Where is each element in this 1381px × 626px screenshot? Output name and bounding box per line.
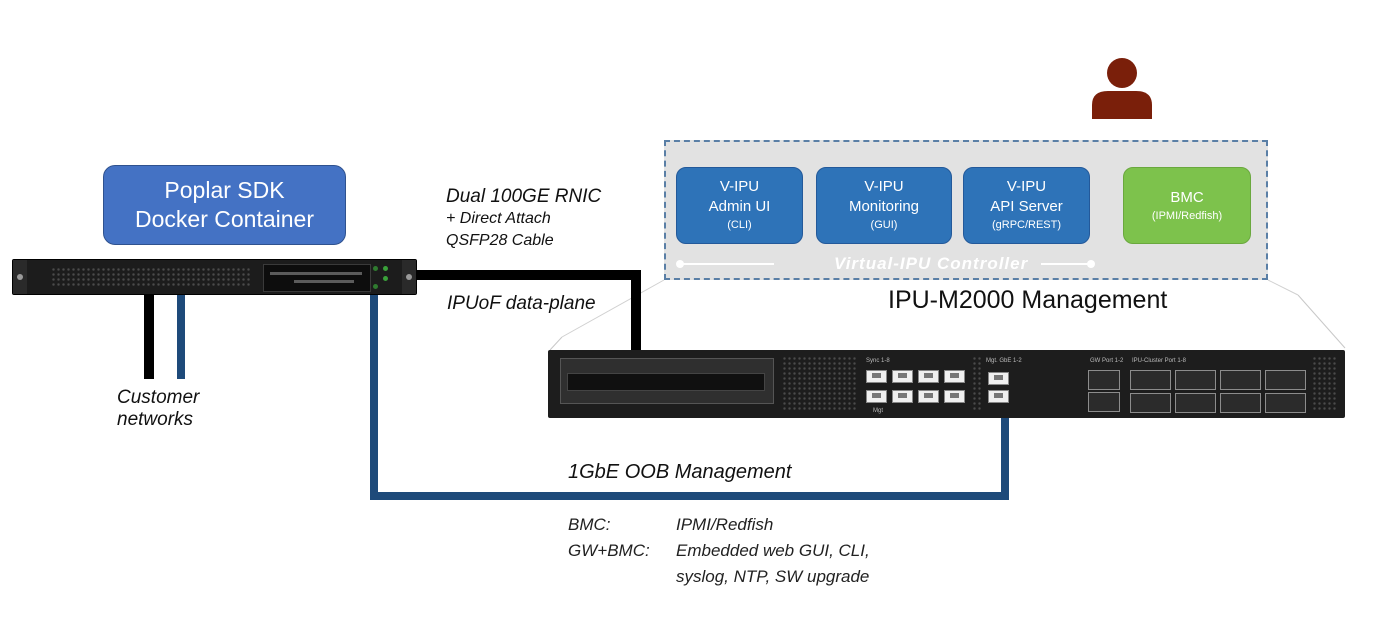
screw-icon xyxy=(406,274,412,280)
legend-value: IPMI/Redfish xyxy=(676,515,774,534)
chassis-vent xyxy=(782,356,856,412)
legend-row: syslog, NTP, SW upgrade xyxy=(568,564,870,590)
mgmt-ethernet-port xyxy=(988,390,1009,403)
sync-port xyxy=(944,370,965,383)
status-led xyxy=(383,266,388,271)
screw-icon xyxy=(17,274,23,280)
zoom-line-left-upper xyxy=(561,279,665,338)
virtual-ipu-controller: V-IPU Admin UI (CLI) V-IPU Monitoring (G… xyxy=(664,140,1268,280)
cluster-port xyxy=(1265,370,1306,390)
mgmt-port-label: Mgt. GbE 1-2 xyxy=(986,358,1022,364)
module-title: V-IPU xyxy=(1006,178,1047,195)
module-sub: (CLI) xyxy=(727,219,752,231)
sync-port xyxy=(892,370,913,383)
cluster-port xyxy=(1130,370,1171,390)
sync-port-label: Sync 1-8 xyxy=(866,358,890,364)
data-plane-cable xyxy=(410,270,641,367)
nic-bay xyxy=(560,358,774,404)
bmc-module: BMC (IPMI/Redfish) xyxy=(1123,167,1251,244)
legend-row: BMC: IPMI/Redfish xyxy=(568,512,870,538)
bus-endpoint xyxy=(1087,260,1095,268)
legend-row: GW+BMC: Embedded web GUI, CLI, xyxy=(568,538,870,564)
chassis-vent xyxy=(1312,356,1338,412)
module-sub: (IPMI/Redfish) xyxy=(1151,210,1223,222)
sync-port xyxy=(866,390,887,403)
gw-port-label: GW Port 1-2 xyxy=(1090,358,1124,364)
status-led xyxy=(373,266,378,271)
mgt-label: Mgt xyxy=(873,408,884,414)
monitoring-module: V-IPU Monitoring (GUI) xyxy=(816,167,952,244)
rnic-label: Dual 100GE RNIC + Direct Attach QSFP28 C… xyxy=(446,186,601,252)
oob-management-label: 1GbE OOB Management xyxy=(568,461,792,483)
legend-key: GW+BMC: xyxy=(568,541,650,560)
person-icon xyxy=(1092,58,1152,119)
customer-line2: networks xyxy=(117,409,194,430)
ipu-m2000-management-title: IPU-M2000 Management xyxy=(888,286,1168,314)
cluster-port xyxy=(1220,393,1261,413)
host-server xyxy=(12,259,417,295)
module-title: V-IPU xyxy=(864,178,904,195)
sdk-subtitle: Docker Container xyxy=(135,206,314,232)
sync-port xyxy=(892,390,913,403)
drive-slot xyxy=(294,280,354,283)
drive-slot xyxy=(270,272,362,275)
legend-value: Embedded web GUI, CLI, xyxy=(676,541,870,560)
module-name: Monitoring xyxy=(848,198,920,215)
management-legend: BMC: IPMI/Redfish GW+BMC: Embedded web GUI… xyxy=(568,512,870,590)
module-name: Admin UI xyxy=(708,198,771,215)
status-led xyxy=(373,284,378,289)
mgmt-ethernet-port xyxy=(988,372,1009,385)
server-vent xyxy=(51,267,251,287)
module-name: API Server xyxy=(990,198,1063,215)
poplar-sdk-container: Poplar SDK Docker Container xyxy=(103,165,346,245)
legend-value: syslog, NTP, SW upgrade xyxy=(676,567,870,586)
rnic-line1: Dual 100GE RNIC xyxy=(446,186,602,207)
server-drive-bay xyxy=(263,264,371,292)
sync-port xyxy=(918,390,939,403)
dataplane-label: IPUoF data-plane xyxy=(447,293,596,314)
module-title: V-IPU xyxy=(719,178,760,195)
module-title: BMC xyxy=(1170,189,1204,206)
rack-ear-right xyxy=(402,260,416,294)
api-server-module: V-IPU API Server (gRPC/REST) xyxy=(963,167,1090,244)
cluster-port-label: IPU-Cluster Port 1-8 xyxy=(1132,358,1187,364)
sync-port xyxy=(918,370,939,383)
cluster-port xyxy=(1175,370,1216,390)
rnic-line2: + Direct Attach xyxy=(446,210,551,227)
cluster-port xyxy=(1220,370,1261,390)
module-sub: (gRPC/REST) xyxy=(991,219,1062,231)
customer-line1: Customer xyxy=(117,387,200,408)
rack-ear-left xyxy=(13,260,27,294)
rnic-line3: QSFP28 Cable xyxy=(446,232,554,249)
admin-ui-module: V-IPU Admin UI (CLI) xyxy=(676,167,803,244)
sync-port xyxy=(866,370,887,383)
gw-port xyxy=(1088,370,1120,390)
ipu-m2000-chassis: Sync 1-8 Mgt Mgt. GbE 1-2 GW Port 1-2 IP… xyxy=(548,350,1345,418)
gw-port xyxy=(1088,392,1120,412)
nic-card xyxy=(567,373,765,391)
sync-port xyxy=(944,390,965,403)
cluster-port xyxy=(1175,393,1216,413)
zoom-line-right xyxy=(1297,294,1346,349)
status-led xyxy=(383,276,388,281)
customer-networks-label: Customer networks xyxy=(117,387,199,431)
zoom-line-right-upper xyxy=(1267,279,1299,296)
controller-bus-line xyxy=(678,263,774,265)
cluster-port xyxy=(1265,393,1306,413)
zoom-line-left xyxy=(549,336,563,351)
legend-key: BMC: xyxy=(568,515,611,534)
module-sub: (GUI) xyxy=(870,219,898,231)
controller-label: Virtual-IPU Controller xyxy=(834,254,1029,273)
oob-management-cable xyxy=(370,292,1009,500)
controller-bus-line xyxy=(1041,263,1091,265)
chassis-vent xyxy=(972,356,982,412)
cluster-port xyxy=(1130,393,1171,413)
sdk-title: Poplar SDK xyxy=(164,177,285,203)
